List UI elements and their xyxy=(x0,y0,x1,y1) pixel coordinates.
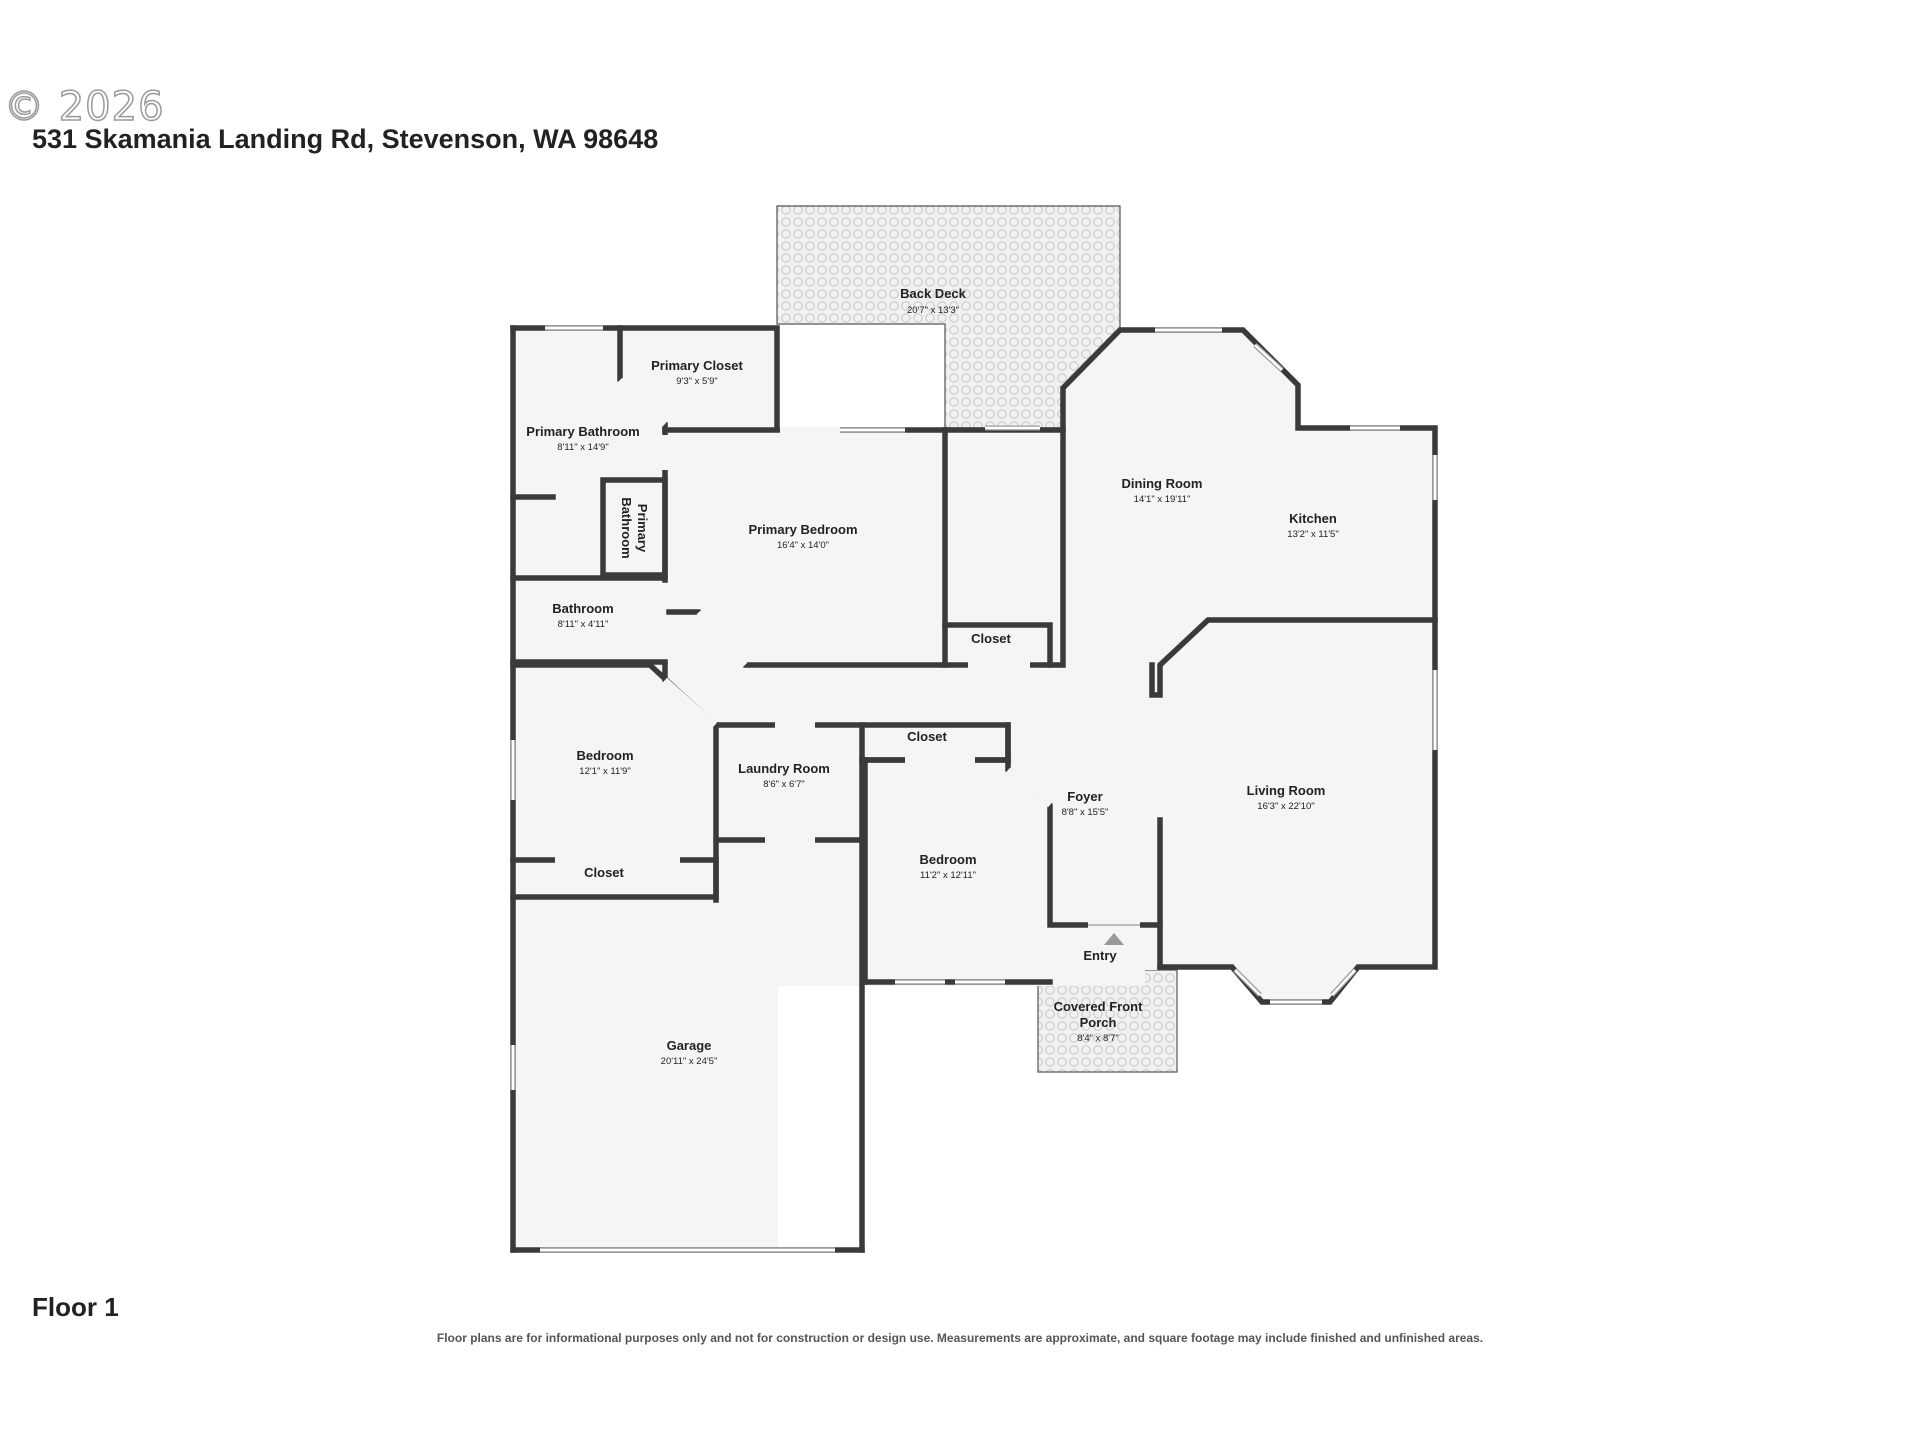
living-room-label: Living Room xyxy=(1247,783,1326,798)
entry-label: Entry xyxy=(1083,948,1117,963)
porch-label-line1: Covered Front xyxy=(1054,999,1144,1014)
foyer-dim: 8'8" x 15'5" xyxy=(1062,807,1109,818)
bedroom-1-label: Bedroom xyxy=(576,748,633,763)
closet-2-label: Closet xyxy=(584,865,624,880)
bedroom-2-label: Bedroom xyxy=(919,852,976,867)
closet-3-label: Closet xyxy=(907,729,947,744)
back-deck-dim: 20'7" x 13'3" xyxy=(907,305,959,316)
floor-label: Floor 1 xyxy=(32,1292,119,1322)
porch-dim: 8'4" x 8'7" xyxy=(1077,1033,1119,1044)
entry-arrow-icon xyxy=(1104,933,1124,945)
dining-room-label: Dining Room xyxy=(1122,476,1203,491)
dining-room-dim: 14'1" x 19'11" xyxy=(1134,494,1191,505)
bathroom-dim: 8'11" x 4'11" xyxy=(558,619,609,630)
bedroom-1-dim: 12'1" x 11'9" xyxy=(579,766,630,777)
back-deck-label: Back Deck xyxy=(900,286,967,301)
windows xyxy=(510,325,1438,1253)
laundry-room-dim: 8'6" x 6'7" xyxy=(763,779,805,790)
primary-bathroom-small-label: Primary Bathroom xyxy=(619,497,650,558)
closet-hall-label: Closet xyxy=(971,631,1011,646)
garage-dim: 20'11" x 24'5" xyxy=(661,1056,718,1067)
primary-closet-dim: 9'3" x 5'9" xyxy=(676,376,718,387)
garage-label: Garage xyxy=(667,1038,712,1053)
primary-bedroom-dim: 16'4" x 14'0" xyxy=(777,540,829,551)
copyright-watermark: © 2026 xyxy=(3,83,165,131)
laundry-room-label: Laundry Room xyxy=(738,761,830,776)
foyer-label: Foyer xyxy=(1067,789,1102,804)
porch-area xyxy=(1037,969,1178,1073)
bathroom-label: Bathroom xyxy=(552,601,613,616)
bedroom-2-dim: 11'2" x 12'11" xyxy=(920,870,976,881)
primary-bathroom-label: Primary Bathroom xyxy=(526,424,639,439)
door-openings xyxy=(555,377,1163,928)
primary-bathroom-dim: 8'11" x 14'9" xyxy=(557,442,608,453)
svg-text:Primary: Primary xyxy=(635,504,650,553)
svg-text:Bathroom: Bathroom xyxy=(619,497,634,558)
primary-bedroom-label: Primary Bedroom xyxy=(748,522,857,537)
room-labels: Back Deck 20'7" x 13'3" Primary Closet 9… xyxy=(526,286,1338,1067)
disclaimer: Floor plans are for informational purpos… xyxy=(436,1331,1484,1345)
property-address: 531 Skamania Landing Rd, Stevenson, WA 9… xyxy=(32,124,659,154)
kitchen-dim: 13'2" x 11'5" xyxy=(1287,529,1338,540)
porch-label-line2: Porch xyxy=(1080,1015,1117,1030)
kitchen-label: Kitchen xyxy=(1289,511,1337,526)
primary-closet-label: Primary Closet xyxy=(651,358,743,373)
living-room-dim: 16'3" x 22'10" xyxy=(1257,801,1314,812)
